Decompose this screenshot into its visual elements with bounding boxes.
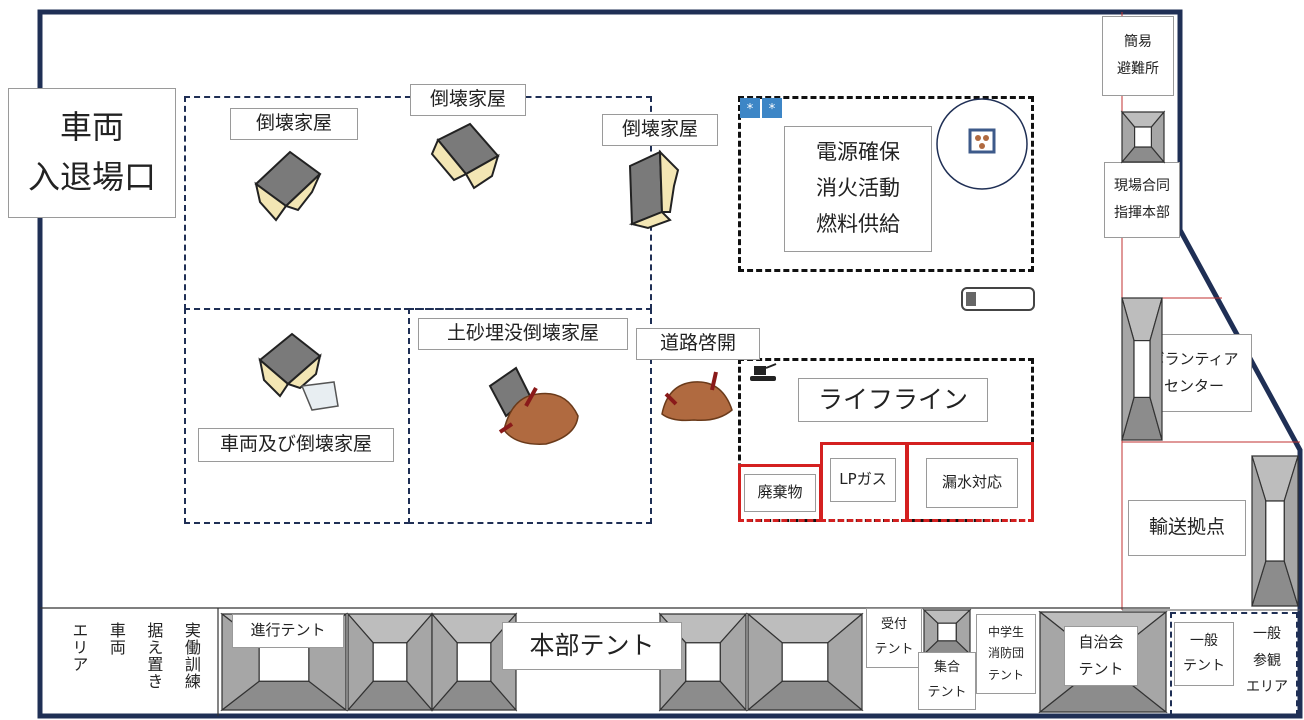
general-viewing-zone <box>1170 612 1298 716</box>
lp-gas-label: LPガス <box>830 458 896 502</box>
general-tent-label: 一般 テント <box>1174 622 1234 686</box>
hq-tent-label: 本部テント <box>502 622 682 670</box>
vertical-text-3: 車両 <box>106 622 126 656</box>
car-icon <box>961 287 1035 311</box>
school-fire-tent-label: 中学生 消防団 テント <box>976 614 1036 694</box>
svg-text:*: * <box>769 102 776 117</box>
vertical-text-4: エリア <box>69 622 89 673</box>
collapsed-house-icon <box>628 149 680 230</box>
vertical-text-2: 据え置き <box>144 622 164 690</box>
generator-icon <box>936 98 1028 190</box>
leak-zone <box>906 442 1034 522</box>
svg-text:*: * <box>747 102 754 117</box>
soil-mound-icon <box>488 366 579 445</box>
sediment-house-zone <box>408 308 652 524</box>
sediment-house-label: 土砂埋没倒壊家屋 <box>418 318 628 350</box>
community-tent-label: 自治会 テント <box>1064 626 1138 686</box>
reception-tent-label: 受付 テント <box>866 608 922 668</box>
assembly-tent-label: 集合 テント <box>918 652 976 710</box>
tent-roof-1 <box>346 612 434 712</box>
power-fire-fuel-label: 電源確保 消火活動 燃料供給 <box>784 126 932 252</box>
road-clearing-label: 道路啓開 <box>636 328 760 360</box>
vertical-text-1: 実働訓練 <box>181 622 201 690</box>
general-viewing-label: 一般 参観 エリア <box>1246 626 1288 696</box>
side-tent-roof-0 <box>1120 110 1166 164</box>
joint-hq-label: 現場合同 指揮本部 <box>1104 162 1180 238</box>
collapsed-house-label-2: 倒壊家屋 <box>410 84 526 116</box>
vehicle-house-label: 車両及び倒壊家屋 <box>198 428 394 462</box>
tent-roof-2 <box>430 612 518 712</box>
collapsed-house-label-1: 倒壊家屋 <box>230 108 358 140</box>
collapsed-house-icon <box>258 332 339 411</box>
waste-label: 廃棄物 <box>744 474 816 512</box>
progress-tent-label: 進行テント <box>232 614 344 648</box>
leak-label: 漏水対応 <box>926 458 1018 508</box>
simple-shelter-label: 簡易 避難所 <box>1102 16 1174 96</box>
vehicle-entrance-label: 車両 入退場口 <box>8 88 176 218</box>
collapsed-house-icon <box>430 122 500 190</box>
tent-roof-4 <box>746 612 864 712</box>
side-tent-roof-1 <box>1121 297 1163 441</box>
tent-roof-5 <box>922 608 972 656</box>
lifeline-label: ライフライン <box>798 378 988 422</box>
transport-base-label: 輸送拠点 <box>1128 500 1246 556</box>
collapsed-house-label-3: 倒壊家屋 <box>602 114 718 146</box>
collapsed-house-icon <box>254 150 322 222</box>
power-zone <box>738 96 1034 272</box>
snow-icon: * * <box>740 98 782 118</box>
side-tent-roof-2 <box>1251 455 1299 607</box>
vertical-area-label: 実働訓練 据え置き 車両 エリア <box>60 622 210 710</box>
excavator-icon <box>750 363 777 381</box>
soil-mound-icon <box>661 371 733 422</box>
